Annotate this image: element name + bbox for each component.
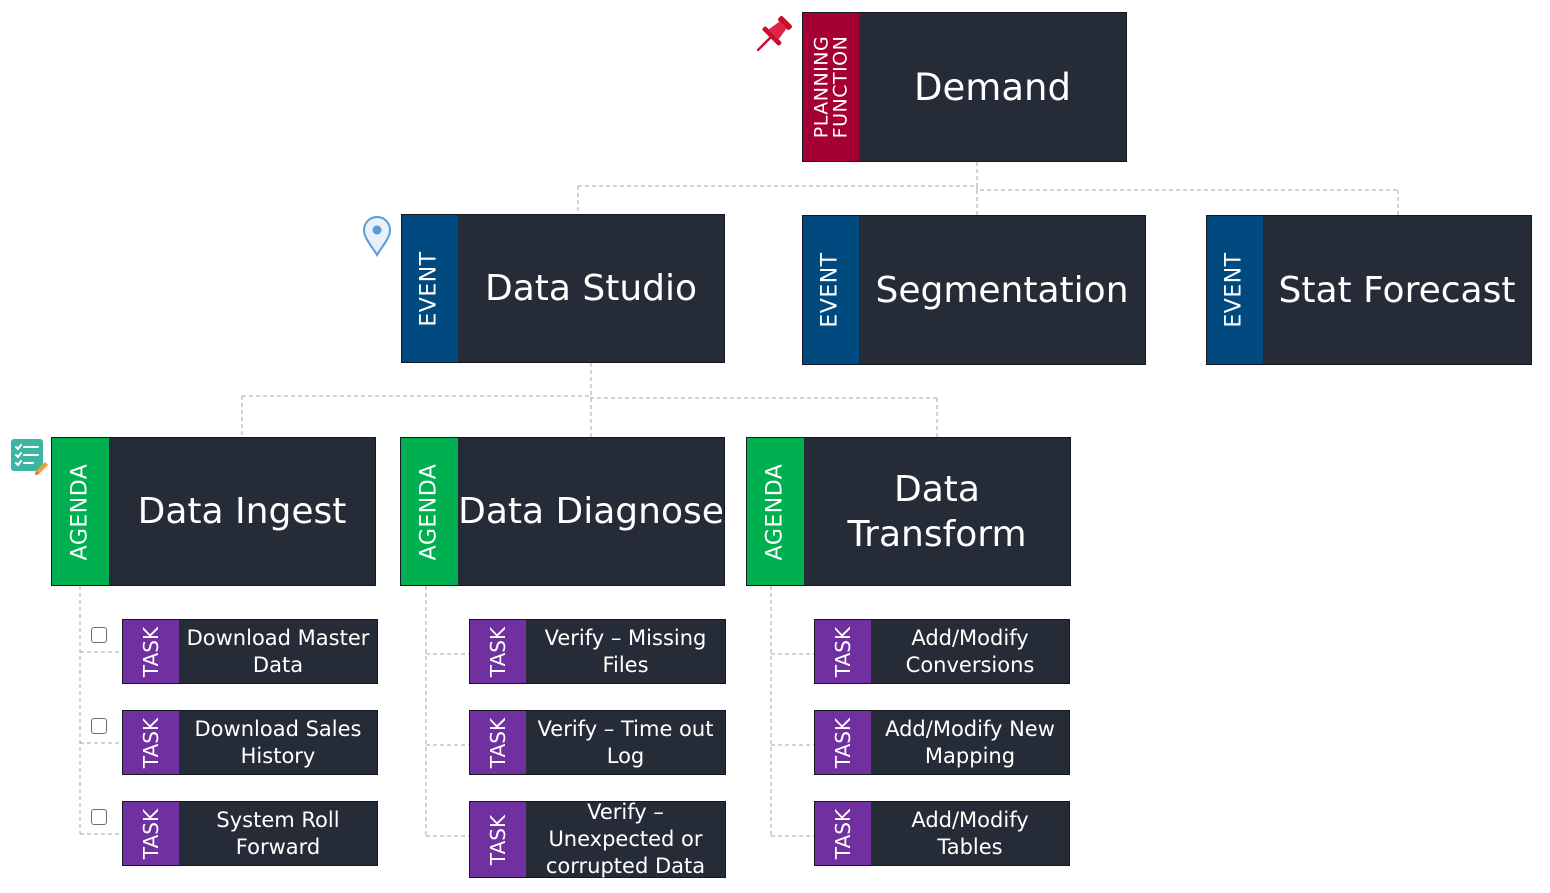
event-tag-text: EVENT: [1222, 252, 1247, 328]
connector-agenda-2-to-tasks: [425, 586, 469, 837]
agenda-node-data-diagnose[interactable]: AGENDA Data Diagnose: [400, 437, 725, 586]
task-label: Download Master Data: [186, 625, 370, 677]
agenda-label: Data Ingest: [137, 491, 347, 532]
task-node[interactable]: TASK Download Sales History: [122, 710, 378, 775]
task-tag-text: TASK: [139, 717, 163, 768]
event-tag: EVENT: [402, 215, 458, 362]
pushpin-icon: [756, 16, 792, 52]
task-tag-text: TASK: [831, 626, 855, 677]
task-tag: TASK: [123, 620, 179, 683]
task-node[interactable]: TASK Add/Modify Tables: [814, 801, 1070, 866]
planning-function-tag-text: PLANNING FUNCTION: [810, 35, 852, 139]
connector-agenda-3-to-tasks: [770, 586, 814, 837]
planning-function-label: Demand: [914, 65, 1071, 109]
task-label: Add/Modify Conversions: [905, 625, 1035, 677]
task-tag: TASK: [123, 711, 179, 774]
event-label: Data Studio: [484, 268, 698, 309]
task-tag-text: TASK: [139, 626, 163, 677]
task-tag-text: TASK: [486, 626, 510, 677]
agenda-tag: AGENDA: [747, 438, 804, 585]
agenda-tag-text: AGENDA: [67, 463, 93, 560]
task-node[interactable]: TASK Verify – Missing Files: [469, 619, 726, 684]
event-node-segmentation[interactable]: EVENT Segmentation: [802, 215, 1146, 365]
task-node[interactable]: TASK Add/Modify Conversions: [814, 619, 1070, 684]
task-tag: TASK: [470, 620, 526, 683]
agenda-tag: AGENDA: [401, 438, 458, 585]
agenda-tag-text: AGENDA: [416, 463, 442, 560]
event-tag: EVENT: [803, 216, 859, 364]
agenda-tag-text: AGENDA: [762, 463, 788, 560]
connector-root-to-events: [577, 162, 1399, 215]
task-node[interactable]: TASK Verify – Time out Log: [469, 710, 726, 775]
map-pin-icon: [362, 216, 392, 257]
task-tag: TASK: [470, 711, 526, 774]
task-tag: TASK: [123, 802, 179, 865]
agenda-label: Data Transform: [847, 468, 1027, 555]
task-tag: TASK: [815, 620, 871, 683]
agenda-label: Data Diagnose: [458, 491, 724, 532]
task-node[interactable]: TASK Verify – Unexpected or corrupted Da…: [469, 800, 726, 878]
task-label: Add/Modify New Mapping: [885, 716, 1055, 768]
task-tag-text: TASK: [139, 808, 163, 859]
planning-function-tag: PLANNING FUNCTION: [803, 13, 859, 161]
connector-agenda-1-to-tasks: [79, 586, 122, 835]
event-tag-text: EVENT: [417, 250, 442, 327]
planning-function-node[interactable]: PLANNING FUNCTION Demand: [802, 12, 1127, 162]
task-label: Verify – Missing Files: [544, 625, 707, 677]
task-label: Add/Modify Tables: [911, 807, 1029, 859]
event-tag-text: EVENT: [818, 252, 843, 328]
task-tag: TASK: [470, 802, 526, 877]
task-label: Verify – Unexpected or corrupted Data: [545, 800, 706, 878]
checkbox-icon[interactable]: [91, 718, 107, 734]
task-tag-text: TASK: [486, 717, 510, 768]
checkbox-icon[interactable]: [91, 809, 107, 825]
task-label: Download Sales History: [194, 716, 362, 768]
agenda-tag: AGENDA: [52, 438, 109, 585]
task-label: System Roll Forward: [216, 807, 340, 859]
event-node-data-studio[interactable]: EVENT Data Studio: [401, 214, 725, 363]
event-tag: EVENT: [1207, 216, 1263, 364]
checkbox-icon[interactable]: [91, 627, 107, 643]
event-label: Stat Forecast: [1278, 269, 1516, 311]
task-node[interactable]: TASK Add/Modify New Mapping: [814, 710, 1070, 775]
connector-datastudio-to-agendas: [241, 363, 938, 437]
task-tag-text: TASK: [486, 814, 510, 865]
agenda-node-data-transform[interactable]: AGENDA Data Transform: [746, 437, 1071, 586]
task-tag: TASK: [815, 802, 871, 865]
task-tag: TASK: [815, 711, 871, 774]
checklist-icon: [11, 439, 48, 475]
event-node-stat-forecast[interactable]: EVENT Stat Forecast: [1206, 215, 1532, 365]
task-label: Verify – Time out Log: [537, 716, 714, 768]
task-tag-text: TASK: [831, 808, 855, 859]
event-label: Segmentation: [875, 269, 1129, 311]
agenda-node-data-ingest[interactable]: AGENDA Data Ingest: [51, 437, 376, 586]
task-tag-text: TASK: [831, 717, 855, 768]
task-node[interactable]: TASK System Roll Forward: [122, 801, 378, 866]
task-node[interactable]: TASK Download Master Data: [122, 619, 378, 684]
